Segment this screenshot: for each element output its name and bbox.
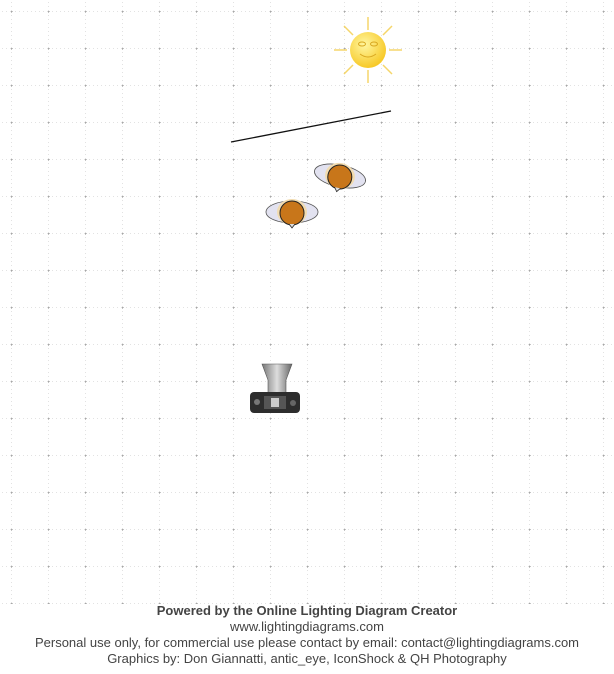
credits-text: Graphics by: Don Giannatti, antic_eye, I… [107, 651, 507, 666]
powered-by-text: Powered by the Online Lighting Diagram C… [156, 603, 458, 618]
reflector-line[interactable] [230, 110, 392, 143]
camera-icon[interactable] [250, 363, 300, 413]
person-icon[interactable] [265, 199, 319, 229]
footer: Powered by the Online Lighting Diagram C… [0, 603, 614, 667]
person-icon[interactable] [311, 158, 368, 197]
website-link[interactable]: www.lightingdiagrams.com [230, 619, 384, 634]
sun-icon[interactable] [334, 17, 402, 83]
grid [0, 0, 614, 604]
license-text: Personal use only, for commercial use pl… [34, 635, 580, 650]
diagram-canvas [0, 0, 614, 604]
